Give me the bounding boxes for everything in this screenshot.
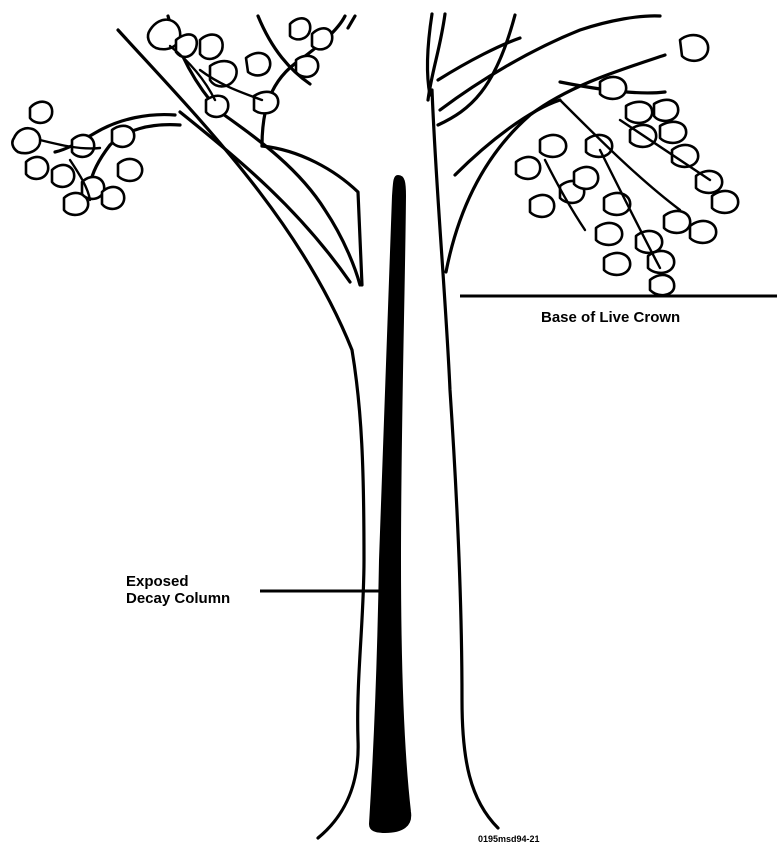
exposed-decay-column-label: Exposed Decay Column [126,573,230,608]
leaf-clusters-right [516,35,738,295]
base-of-live-crown-label: Base of Live Crown [541,309,680,326]
tree-trunk [55,14,665,838]
decay-label-line-2: Decay Column [126,590,230,607]
decay-label-line-1: Exposed [126,573,230,590]
leaf-clusters-left [12,18,332,215]
figure-id-text: 0195msd94-21 [478,834,540,844]
decay-column-shape [370,176,410,832]
